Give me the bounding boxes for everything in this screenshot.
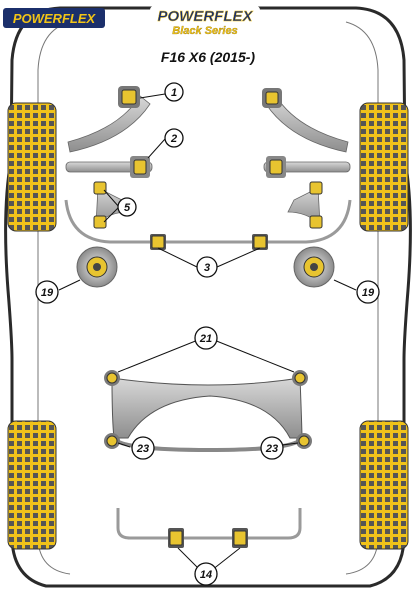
callout-14: 14: [194, 562, 218, 586]
tyre-front-right: [359, 102, 409, 232]
tyre-rear-left: [7, 420, 57, 550]
front-arm-1-right: [262, 88, 349, 153]
chassis-outline: [4, 6, 412, 588]
rear-subframe-bush-23-right: [296, 433, 312, 449]
center-logo-subtext: Black Series: [172, 25, 237, 37]
callout-19-right: 19: [356, 280, 380, 304]
callout-21: 21: [194, 326, 218, 350]
front-arm-2-right: [263, 156, 351, 178]
front-wishbone-5-right: [287, 181, 323, 229]
callout-21-label: 21: [199, 333, 212, 345]
callout-3: 3: [196, 256, 218, 278]
callout-19-right-label: 19: [362, 287, 375, 299]
rear-subframe-bush-21-left: [104, 370, 120, 386]
top-mount-19-left: [76, 246, 118, 288]
callout-19-left: 19: [35, 280, 59, 304]
callout-23-left: 23: [131, 436, 155, 460]
rear-subframe-bush-23-left: [104, 433, 120, 449]
rear-arb-bush-left: [168, 528, 184, 548]
callout-5-label: 5: [124, 202, 131, 214]
callout-23-left-label: 23: [136, 443, 149, 455]
front-arb-bush-right: [252, 234, 268, 250]
callout-14-label: 14: [200, 569, 212, 581]
rear-anti-roll-bar: [116, 508, 302, 540]
model-title: F16 X6 (2015-): [161, 49, 255, 65]
front-wishbone-5-left: [93, 181, 129, 229]
callout-2: 2: [164, 128, 184, 148]
callout-23-right: 23: [260, 436, 284, 460]
callout-1-label: 1: [171, 87, 177, 99]
center-logo: POWERFLEX Black Series: [150, 6, 260, 40]
tyre-front-left: [7, 102, 57, 232]
top-mount-19-right: [293, 246, 335, 288]
callout-2-label: 2: [170, 133, 177, 145]
corner-logo-text: POWERFLEX: [13, 11, 97, 26]
corner-logo: POWERFLEX: [3, 8, 105, 28]
rear-arb-bush-right: [232, 528, 248, 548]
front-arm-1-left: [67, 86, 151, 153]
callout-5: 5: [117, 197, 137, 217]
front-arb-bush-left: [150, 234, 166, 250]
rear-subframe-bush-21-right: [292, 370, 308, 386]
front-arm-2-left: [65, 156, 153, 178]
chassis-inner-line: [37, 21, 379, 575]
callout-1: 1: [164, 82, 184, 102]
callout-23-right-label: 23: [265, 443, 278, 455]
callout-19-left-label: 19: [41, 287, 54, 299]
tyre-rear-right: [359, 420, 409, 550]
center-logo-text: POWERFLEX: [157, 8, 253, 25]
callout-3-label: 3: [204, 262, 210, 274]
front-anti-roll-bar: [64, 199, 352, 244]
